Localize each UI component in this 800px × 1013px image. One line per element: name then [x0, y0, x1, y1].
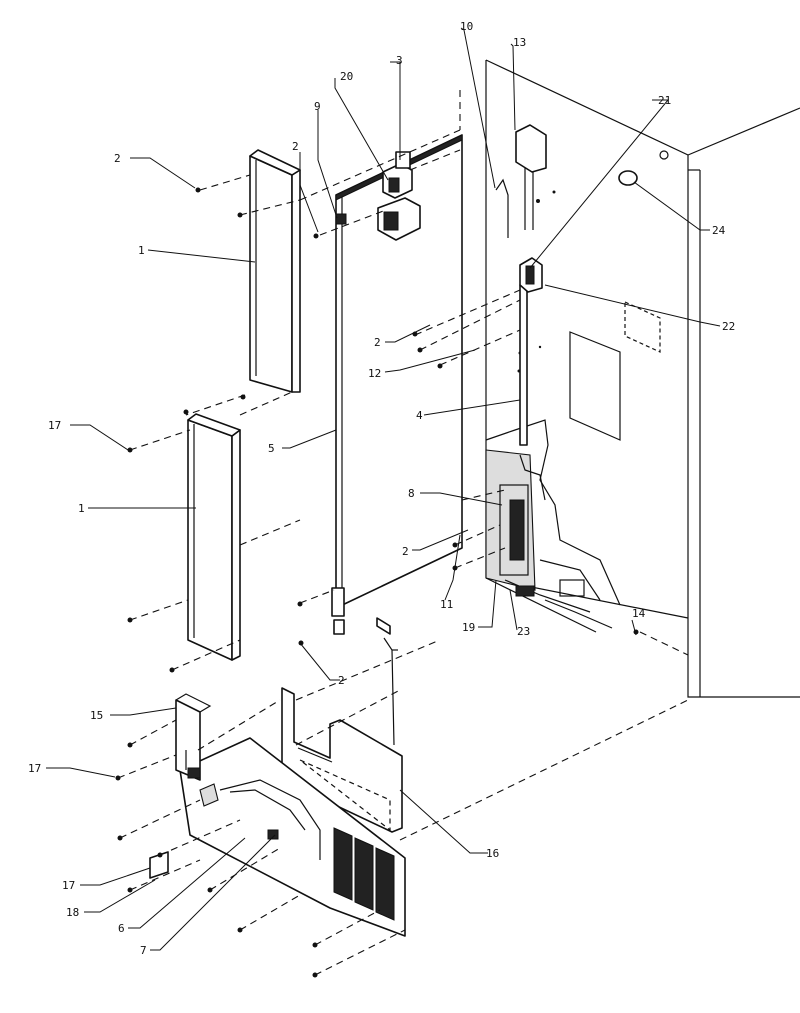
callout-12: 12	[368, 367, 381, 380]
lower-bracket	[331, 587, 398, 746]
callout-1: 1	[78, 502, 85, 515]
tubing-assembly	[495, 124, 547, 446]
clip-3	[382, 151, 413, 199]
callout-5: 5	[268, 442, 275, 455]
plug-24	[618, 150, 669, 186]
callout-17: 17	[28, 762, 41, 775]
callout-labels: 2 1 2 9 20 3 10 13 21 24 22 2 12 4 5 17 …	[28, 20, 735, 957]
callout-2: 2	[114, 152, 121, 165]
callout-20: 20	[340, 70, 353, 83]
callout-9: 9	[314, 100, 321, 113]
callout-8: 8	[408, 487, 415, 500]
assembly-lines	[117, 90, 689, 976]
callout-6: 6	[118, 922, 125, 935]
callout-2: 2	[402, 545, 409, 558]
callout-11: 11	[440, 598, 453, 611]
callout-21: 21	[658, 94, 671, 107]
callout-4: 4	[416, 409, 423, 422]
callout-13: 13	[513, 36, 526, 49]
bottom-grille	[149, 693, 406, 937]
clip-20	[377, 197, 421, 241]
callout-2: 2	[292, 140, 299, 153]
callout-10: 10	[460, 20, 473, 33]
callout-24: 24	[712, 224, 726, 237]
bracket-9	[335, 213, 347, 225]
duct-cover-lower	[187, 413, 241, 661]
callout-2: 2	[374, 336, 381, 349]
compressor-compartment	[485, 419, 621, 629]
callout-2: 2	[338, 674, 345, 687]
callout-1: 1	[138, 244, 145, 257]
callout-16: 16	[486, 847, 499, 860]
leader-lines	[46, 27, 721, 951]
callout-7: 7	[140, 944, 147, 957]
callout-19: 19	[462, 621, 475, 634]
callout-22: 22	[722, 320, 735, 333]
callout-15: 15	[90, 709, 103, 722]
callout-17: 17	[62, 879, 75, 892]
callout-14: 14	[632, 607, 646, 620]
panel-16	[281, 687, 403, 833]
duct-cover-upper	[249, 149, 301, 393]
callout-18: 18	[66, 906, 79, 919]
callout-23: 23	[517, 625, 530, 638]
callout-17: 17	[48, 419, 61, 432]
callout-3: 3	[396, 54, 403, 67]
